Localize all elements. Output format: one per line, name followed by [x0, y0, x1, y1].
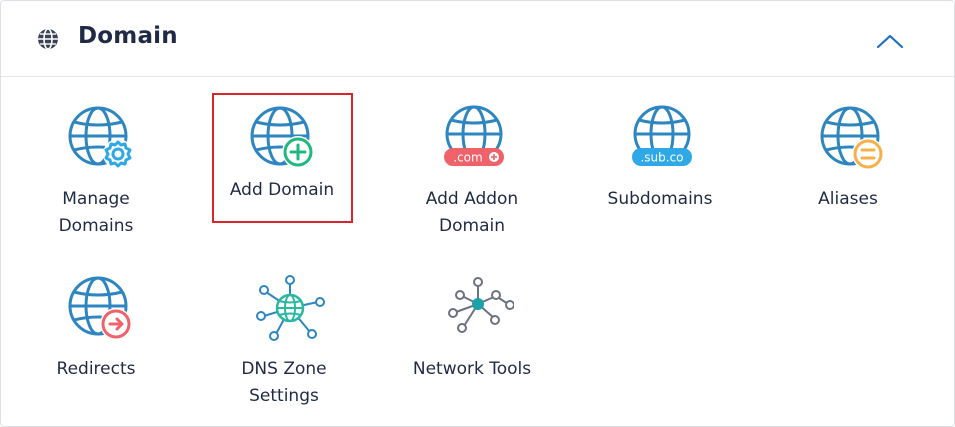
- globe-equals-icon: [820, 106, 884, 170]
- tool-label: Network Tools: [412, 359, 532, 379]
- tool-manage-domains[interactable]: Manage Domains: [26, 104, 166, 244]
- panel-header: Domain: [1, 1, 954, 77]
- tool-label: Manage Domains: [58, 189, 134, 236]
- tool-label: Add Domain: [229, 180, 335, 200]
- tool-label: Add Addon Domain: [425, 189, 519, 236]
- chevron-up-icon[interactable]: [871, 25, 909, 55]
- globe-plus-icon: [250, 106, 314, 168]
- globe-icon: [38, 28, 58, 50]
- tool-network-tools[interactable]: Network Tools: [402, 274, 542, 414]
- globe-subco-icon: .sub.co: [632, 105, 692, 166]
- globe-gear-icon: [68, 106, 133, 169]
- dns-network-icon: [256, 275, 325, 341]
- tool-add-domain[interactable]: Add Domain: [212, 93, 353, 223]
- tool-subdomains[interactable]: .sub.co Subdomains: [590, 104, 730, 244]
- tool-label: DNS Zone Settings: [241, 359, 327, 406]
- tool-redirects[interactable]: Redirects: [26, 274, 166, 414]
- globe-com-icon: .com: [444, 105, 504, 166]
- globe-arrow-icon: [68, 276, 132, 340]
- tool-label: Redirects: [56, 359, 136, 379]
- svg-text:.com: .com: [453, 151, 482, 165]
- tool-dns-zone-settings[interactable]: DNS Zone Settings: [214, 274, 354, 414]
- tool-label: Subdomains: [607, 189, 713, 209]
- tool-add-addon-domain[interactable]: .com Add Addon Domain: [402, 104, 542, 244]
- tool-label: Aliases: [818, 189, 878, 209]
- svg-text:.sub.co: .sub.co: [640, 151, 683, 165]
- panel-title: Domain: [78, 23, 178, 49]
- tool-aliases[interactable]: Aliases: [778, 104, 918, 244]
- network-nodes-icon: [448, 277, 514, 333]
